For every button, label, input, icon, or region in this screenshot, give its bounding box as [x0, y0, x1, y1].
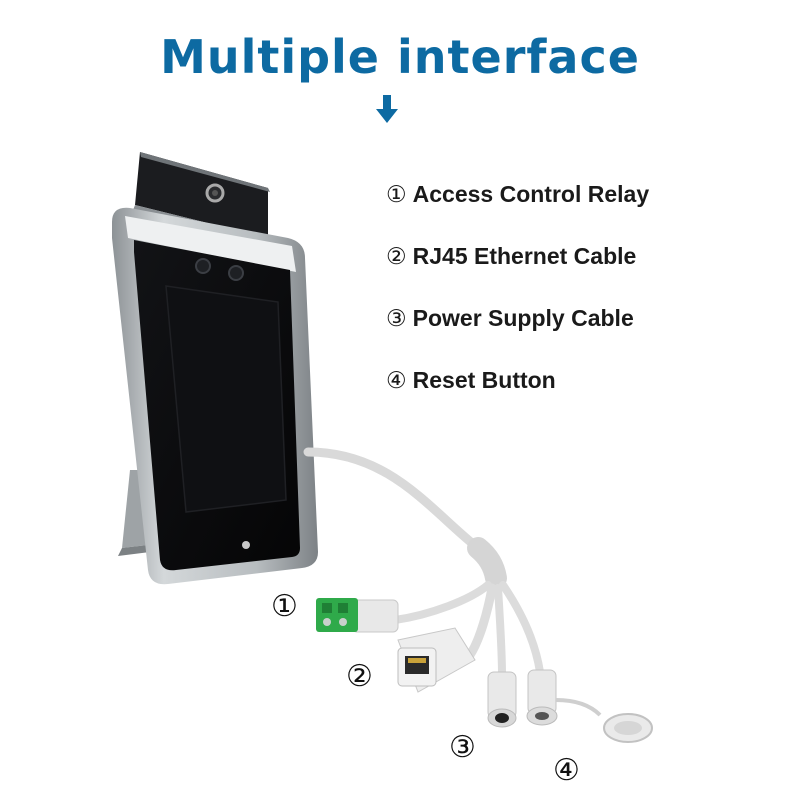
- down-arrow-icon: [376, 95, 398, 123]
- callout-power: ③: [449, 730, 476, 765]
- relay-connector: [316, 598, 399, 633]
- cable-harness: [303, 447, 544, 679]
- page-title: Multiple interface: [160, 30, 640, 84]
- callout-relay: ①: [271, 589, 298, 624]
- device-body: [112, 207, 318, 585]
- callout-ethernet: ②: [346, 659, 373, 694]
- rj45-connector: [397, 627, 476, 693]
- callout-reset: ④: [553, 753, 580, 788]
- power-connector: [487, 671, 517, 728]
- reset-button-connector: [526, 669, 653, 743]
